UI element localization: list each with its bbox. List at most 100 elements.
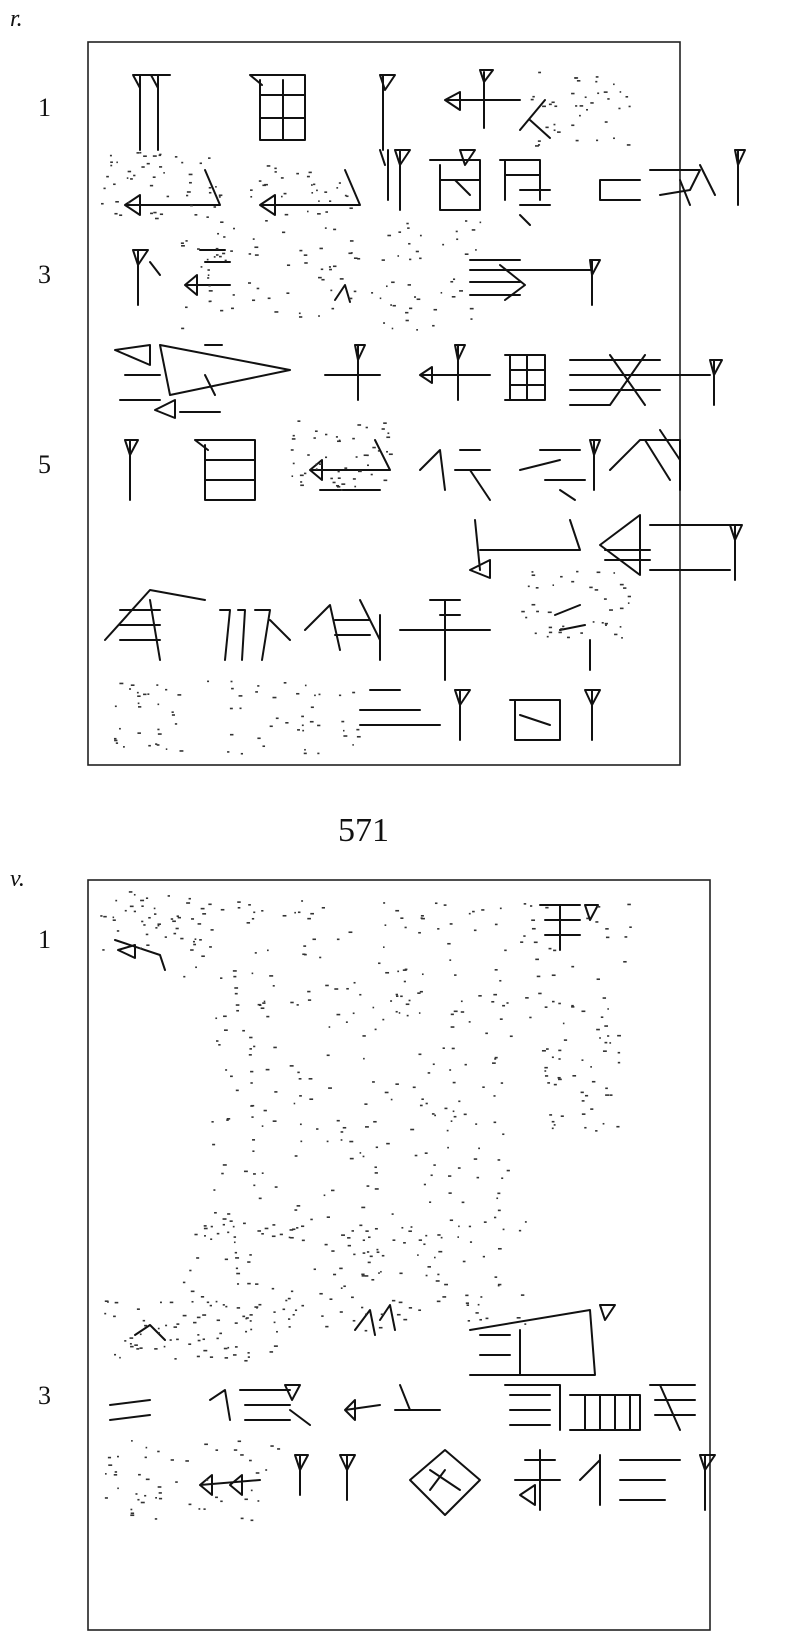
stipple-dot [380,1313,384,1316]
stipple-dot [314,694,316,697]
stipple-dot [174,723,178,725]
stipple-dot [136,691,139,694]
stipple-dot [188,1503,192,1506]
stipple-dot [627,903,631,906]
stipple-dot [163,1345,166,1348]
stipple-dot [309,1098,314,1101]
stipple-dot [442,243,445,246]
stipple-dot [138,706,142,708]
stipple-dot [392,304,396,307]
stipple-dot [140,899,145,902]
stipple-dot [261,1172,264,1174]
stipple-dot [306,175,310,178]
stipple-dot [554,105,558,108]
stipple-dot [386,450,388,453]
damaged-area-dots [100,71,632,1522]
stipple-dot [247,1261,251,1263]
stipple-dot [452,1081,456,1084]
stipple-dot [475,1312,479,1314]
stipple-dot [250,1070,254,1073]
stipple-dot [169,1339,172,1341]
stipple-dot [497,1284,500,1287]
stipple-dot [391,1213,394,1215]
stipple-dot [230,1075,233,1078]
stipple-dot [397,255,400,257]
stipple-dot [250,1519,254,1522]
stipple-dot [581,1010,586,1013]
stipple-dot [130,1345,134,1348]
stipple-dot [551,1000,555,1003]
stipple-dot [292,462,295,465]
stipple-dot [116,161,118,164]
stipple-dot [332,265,337,268]
stipple-dot [480,1296,483,1298]
stipple-dot [113,737,117,740]
stipple-dot [520,1294,525,1296]
stipple-dot [273,1321,276,1324]
stipple-dot [215,1017,218,1020]
stipple-dot [359,1224,363,1227]
stipple-dot [352,744,354,746]
stipple-dot [257,737,261,740]
stipple-dot [214,1211,217,1214]
stipple-dot [148,744,151,747]
stipple-dot [607,1008,609,1010]
stipple-dot [609,1094,613,1096]
stipple-dot [176,1323,180,1325]
stipple-dot [294,1155,298,1157]
stipple-dot [557,131,561,133]
stipple-dot [581,1059,584,1061]
stipple-dot [218,196,221,198]
stipple-dot [351,1296,354,1299]
stipple-dot [342,1126,347,1129]
stipple-dot [206,1301,210,1304]
stipple-dot [225,1305,228,1308]
stipple-dot [558,1049,562,1052]
stipple-dot [605,1087,608,1090]
stipple-dot [236,1272,241,1275]
stipple-dot [338,182,341,184]
stipple-dot [493,1095,496,1097]
stipple-dot [137,732,141,734]
stipple-dot [208,903,212,906]
stipple-dot [352,1319,356,1322]
stipple-dot [479,221,482,224]
stipple-dot [114,212,118,215]
stipple-dot [128,891,133,893]
stipple-dot [208,186,212,189]
stipple-dot [414,1154,418,1157]
stipple-dot [416,298,421,301]
stipple-dot [159,153,162,156]
stipple-dot [215,1449,219,1451]
stipple-dot [605,624,607,627]
stipple-dot [190,949,194,951]
stipple-dot [115,200,119,203]
stipple-dot [244,1498,248,1501]
stipple-dot [398,1012,401,1014]
stipple-dot [255,1472,260,1474]
stipple-dot [218,1044,221,1046]
stipple-dot [460,1000,463,1003]
stipple-dot [180,242,184,245]
stipple-dot [370,473,373,476]
stipple-dot [448,1175,452,1177]
stipple-dot [143,924,146,926]
stipple-dot [558,1078,562,1081]
stipple-dot [330,477,333,480]
stipple-dot [146,944,150,947]
stipple-dot [255,691,258,693]
stipple-dot [130,1508,133,1511]
stipple-dot [430,1174,433,1177]
stipple-dot [604,1025,609,1027]
stipple-dot [604,622,608,625]
stipple-dot [135,1493,138,1495]
stipple-dot [595,80,598,83]
stipple-dot [374,1172,378,1174]
stipple-dot [494,923,498,926]
stipple-dot [119,1356,121,1359]
stipple-dot [157,728,160,731]
stipple-dot [296,1227,299,1229]
stipple-dot [378,1272,380,1274]
stipple-dot [356,728,360,731]
stipple-dot [465,1294,469,1297]
